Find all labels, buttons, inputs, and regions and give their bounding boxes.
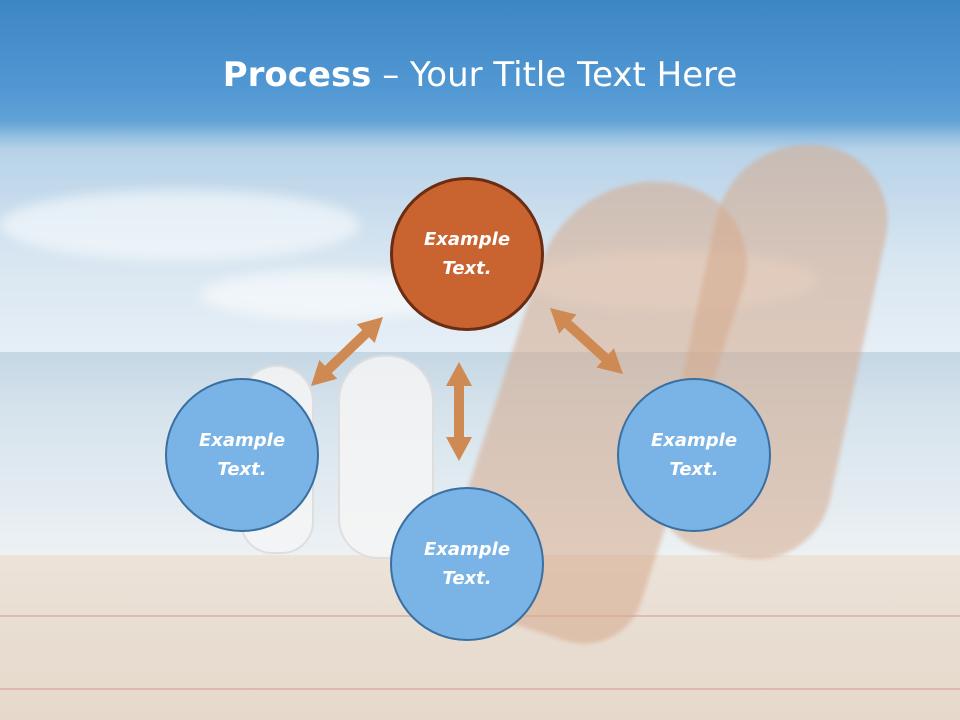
node-label-line2: Text. <box>442 258 492 279</box>
flip-flop-decoration <box>338 355 434 559</box>
node-label-line1: Example <box>423 229 511 250</box>
node-label-line1: Example <box>650 430 738 451</box>
node-label-line2: Text. <box>669 459 719 480</box>
title-band <box>0 0 960 135</box>
node-label-line2: Text. <box>442 568 492 589</box>
title-bold: Process <box>222 55 372 95</box>
arrow-top-right <box>550 308 623 374</box>
mat-stripe <box>0 688 960 690</box>
cloud-decoration <box>0 190 360 260</box>
node-label-line1: Example <box>198 430 286 451</box>
arrow-top-left <box>311 317 383 386</box>
title-rest: – Your Title Text Here <box>371 55 738 95</box>
slide-title: Process – Your Title Text Here <box>0 54 960 96</box>
node-label-line2: Text. <box>217 459 267 480</box>
node-label-line1: Example <box>423 539 511 560</box>
arrow-center-vertical <box>446 362 472 461</box>
